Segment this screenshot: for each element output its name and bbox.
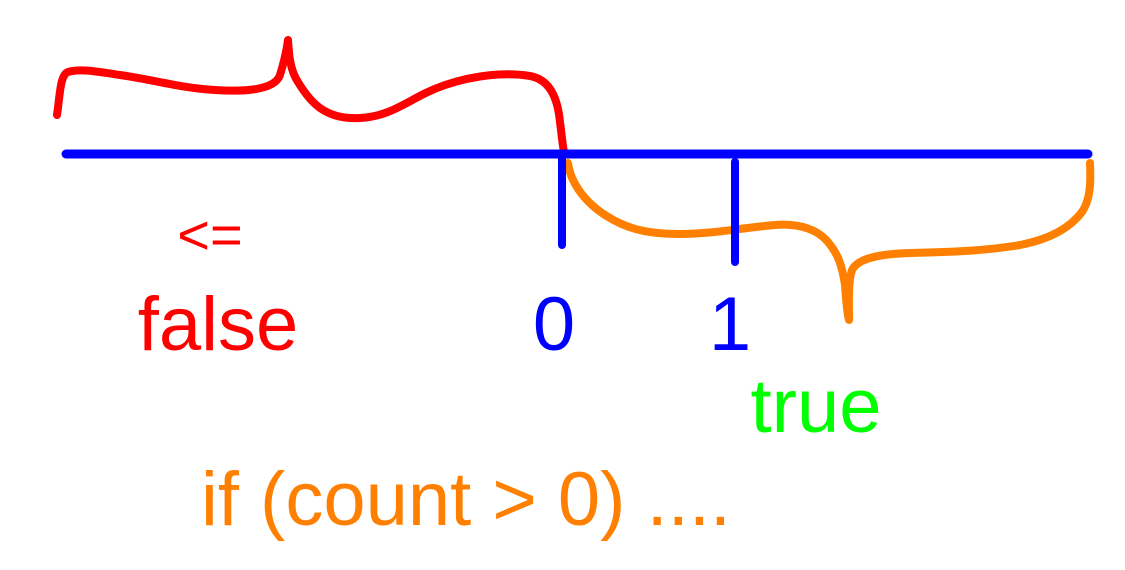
true-label: true (751, 364, 882, 449)
false-label: false (138, 282, 299, 367)
tick-label-one: 1 (709, 282, 751, 367)
true-region-brace (564, 159, 1095, 324)
tick-label-zero: 0 (533, 282, 575, 367)
less-equal-label: <= (177, 203, 242, 266)
code-label: if (count > 0) .... (201, 457, 731, 542)
false-region-brace (53, 36, 568, 156)
